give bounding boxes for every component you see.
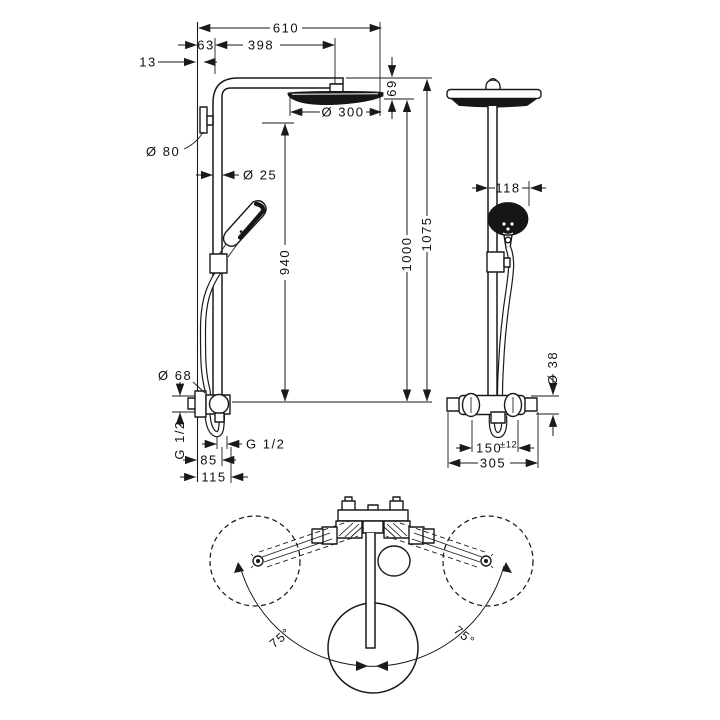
valve-escutcheon xyxy=(194,390,207,418)
shower-pipe-inner xyxy=(221,87,339,404)
top-view-figure: 75° 75° xyxy=(209,496,534,694)
center-arrow-left xyxy=(356,661,368,671)
dim-label-69: 69 xyxy=(384,79,399,96)
dim-label-63: 63 xyxy=(197,38,214,53)
angle-label-left: 75° xyxy=(267,625,294,651)
dim-label-610: 610 xyxy=(273,21,299,36)
overhead-shower-spray-face xyxy=(450,98,538,108)
dim-label-o80: Ø 80 xyxy=(146,144,180,159)
pipe-boss xyxy=(362,520,384,534)
dim-label-o300: Ø 300 xyxy=(322,105,365,120)
hand-shower-face-band xyxy=(237,201,266,240)
dim-label-1000: 1000 xyxy=(399,237,414,272)
dim-label-115: 115 xyxy=(201,470,226,485)
hand-shower-side xyxy=(222,200,267,247)
valve-top-plate xyxy=(337,509,409,522)
hose-outlet-side xyxy=(214,412,225,423)
dim-label-150: 150 xyxy=(476,441,502,456)
dim-label-o38: Ø 38 xyxy=(545,351,560,385)
overhead-shower-front xyxy=(446,88,542,100)
valve-wall-connector-right xyxy=(523,397,538,412)
side-view-figure: 610 63 398 13 Ø 300 69 Ø 80 Ø 25 940 100… xyxy=(139,21,434,485)
wall-bracket-arm xyxy=(206,115,214,126)
phantom-head-circle-left xyxy=(209,515,301,607)
leader-o80 xyxy=(183,131,204,150)
arm-end-step xyxy=(330,77,344,85)
dim-label-13: 13 xyxy=(139,55,156,70)
slider-front xyxy=(486,251,505,273)
swivel-arc-arrow-left xyxy=(234,562,244,573)
pipe-top-view xyxy=(365,532,376,649)
arm-connector-left xyxy=(250,553,264,569)
dim-label-940: 940 xyxy=(277,249,292,275)
dim-label-85: 85 xyxy=(200,453,217,468)
hose-from-above xyxy=(377,545,411,577)
dim-label-1075: 1075 xyxy=(419,217,434,252)
dim-label-o25: Ø 25 xyxy=(243,168,277,183)
swivel-arc xyxy=(239,565,505,667)
wall-bracket-plate xyxy=(199,106,208,134)
dim-label-150-tolerance: ±12 xyxy=(500,440,517,451)
valve-knob-side xyxy=(208,393,230,415)
dim-label-118: 118 xyxy=(495,181,520,196)
dim-label-g12-wall: G 1/2 xyxy=(172,420,187,459)
dim-label-305: 305 xyxy=(480,456,506,471)
phantom-arm-left xyxy=(258,520,359,568)
valve-wall-connector-left xyxy=(446,397,461,412)
slider-knob xyxy=(503,257,511,268)
center-arrow-right xyxy=(376,661,388,671)
phantom-head-circle-right xyxy=(442,515,534,607)
swivel-arc-arrow-right xyxy=(502,562,512,573)
hose-outlet-front xyxy=(490,411,506,424)
leader-o68 xyxy=(192,381,206,394)
hand-shower-button xyxy=(239,230,243,233)
slider-side xyxy=(209,253,228,274)
dim-label-g12-hose: G 1/2 xyxy=(246,437,285,452)
front-view-figure: 118 Ø 38 150 ±12 305 xyxy=(446,78,560,471)
overhead-shower-side xyxy=(287,91,384,105)
arm-connector-right xyxy=(480,553,494,569)
phantom-arm-right xyxy=(385,520,486,568)
overhead-knob xyxy=(485,79,501,91)
dim-label-398: 398 xyxy=(248,38,274,53)
angle-label-right: 75° xyxy=(451,623,478,649)
shower-column-front xyxy=(487,105,498,397)
shower-pipe-outer xyxy=(212,77,344,404)
dim-label-o68: Ø 68 xyxy=(158,368,192,383)
